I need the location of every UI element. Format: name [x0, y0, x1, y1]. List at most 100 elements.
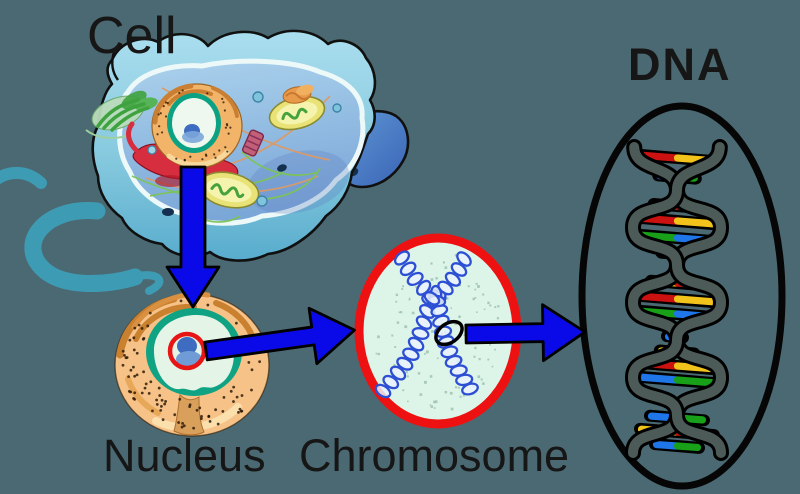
- arrow-cell-to-nucleus: [165, 165, 221, 309]
- speckle-dot: [157, 386, 161, 390]
- cell-nucleus-speckles: [156, 89, 232, 162]
- speckle-dot: [132, 396, 135, 400]
- speckle-dot: [477, 285, 480, 288]
- speckle-dot: [227, 132, 230, 135]
- golgi-stripe: [102, 102, 146, 130]
- speckle-dot: [431, 330, 434, 333]
- speckle-dot: [497, 305, 500, 308]
- speckle-dot: [124, 356, 128, 360]
- er-branch: [126, 121, 139, 153]
- speckle-dot: [425, 350, 429, 354]
- speckle-dot: [159, 112, 162, 115]
- nucleus-label: Nucleus: [103, 430, 266, 481]
- nucleolus-red-circle-highlight: [167, 331, 207, 371]
- chromosome-coil-loop: [407, 336, 425, 352]
- speckle-dot: [247, 361, 251, 364]
- chromosome-coil-loop: [382, 374, 400, 390]
- filament: [241, 151, 319, 176]
- speckle-dot: [433, 400, 436, 404]
- mito-cristae: [210, 183, 245, 199]
- speckle-dot: [221, 410, 225, 413]
- speckle-dot: [474, 296, 477, 299]
- speckle-dot: [465, 266, 467, 268]
- speckle-dot: [444, 266, 448, 269]
- speckle-dot: [183, 158, 186, 161]
- speckle-dot: [424, 352, 426, 355]
- speckle-dot: [250, 388, 253, 392]
- speckle-dot: [395, 293, 399, 297]
- membrane-notch: [111, 51, 119, 81]
- speckle-dot: [199, 417, 203, 421]
- speckle-dot: [462, 394, 466, 397]
- chromosome-coil-loop: [399, 261, 417, 277]
- base-blue: [652, 440, 681, 450]
- speckle-dot: [157, 113, 160, 116]
- speckle-dot: [482, 293, 485, 296]
- chromosome-coil-loop: [461, 382, 479, 396]
- nucleus-speckles: [121, 298, 262, 430]
- nucleus-highlight-band: [166, 149, 230, 168]
- speckle-dot: [133, 326, 137, 330]
- chromosome-coil-loop: [450, 262, 468, 277]
- speckle-dot: [237, 410, 240, 414]
- speckle-dot: [476, 311, 478, 313]
- speckle-dot: [407, 400, 409, 403]
- speckle-dot: [483, 308, 486, 311]
- speckle-dot: [377, 352, 380, 356]
- golgi-green: [85, 90, 158, 139]
- speckle-dot: [408, 297, 411, 300]
- speckle-dot: [140, 326, 144, 330]
- speckle-dot: [158, 125, 161, 128]
- speckle-dot: [206, 92, 209, 95]
- chromosome-coil-loop: [396, 356, 414, 371]
- speckle-dot: [238, 407, 242, 411]
- speckle-dot: [173, 413, 177, 417]
- base-green: [673, 442, 702, 452]
- speckle-dot: [222, 395, 226, 399]
- base-green: [639, 231, 681, 242]
- speckle-dot: [474, 288, 477, 291]
- nucleus-band: [133, 303, 197, 342]
- chromosome-coil-loop: [456, 251, 472, 267]
- speckle-dot: [229, 389, 233, 393]
- speckle-dot: [489, 343, 491, 346]
- speckle-dot: [404, 325, 408, 329]
- speckle-dot: [132, 365, 135, 369]
- speckle-dot: [434, 400, 438, 403]
- speckle-dot: [221, 97, 224, 100]
- flagellum: [24, 202, 144, 293]
- speckle-dot: [164, 101, 168, 104]
- flagellum-wisp: [0, 167, 47, 189]
- speckle-dot: [463, 334, 466, 337]
- speckle-dot: [160, 131, 164, 134]
- flagellum-tip: [131, 271, 164, 295]
- speckle-dot: [143, 386, 147, 390]
- speckle-dot: [142, 370, 145, 374]
- speckle-dot: [408, 298, 411, 301]
- speckle-dot: [430, 262, 433, 265]
- nucleus-band: [125, 376, 161, 416]
- speckle-dot: [377, 335, 380, 339]
- speckle-dot: [450, 407, 454, 411]
- chromosome-coil-loop: [374, 383, 392, 399]
- speckle-dot: [181, 89, 184, 92]
- centriole-stripe: [247, 139, 259, 147]
- speckle-dot: [240, 394, 244, 397]
- speckle-dot: [216, 422, 220, 426]
- gene-highlight-ellipse: [434, 319, 464, 347]
- speckle-dot: [151, 409, 154, 413]
- golgi-stripe: [96, 98, 140, 128]
- speckle-dot: [140, 391, 144, 395]
- speckle-dot: [123, 353, 126, 357]
- speckle-dot: [405, 371, 408, 374]
- dna-strand-b: [627, 142, 727, 458]
- golgi-orange-blob: [296, 84, 314, 96]
- speckle-dot: [467, 285, 470, 288]
- cell-nucleolus-light: [182, 131, 204, 143]
- speckle-dot: [234, 321, 238, 325]
- speckle-dot: [198, 406, 202, 410]
- speckle-dot: [489, 304, 492, 307]
- speckle-dot: [121, 363, 125, 367]
- chromosome-coil-loop: [423, 291, 441, 306]
- speckle-dot: [135, 351, 139, 355]
